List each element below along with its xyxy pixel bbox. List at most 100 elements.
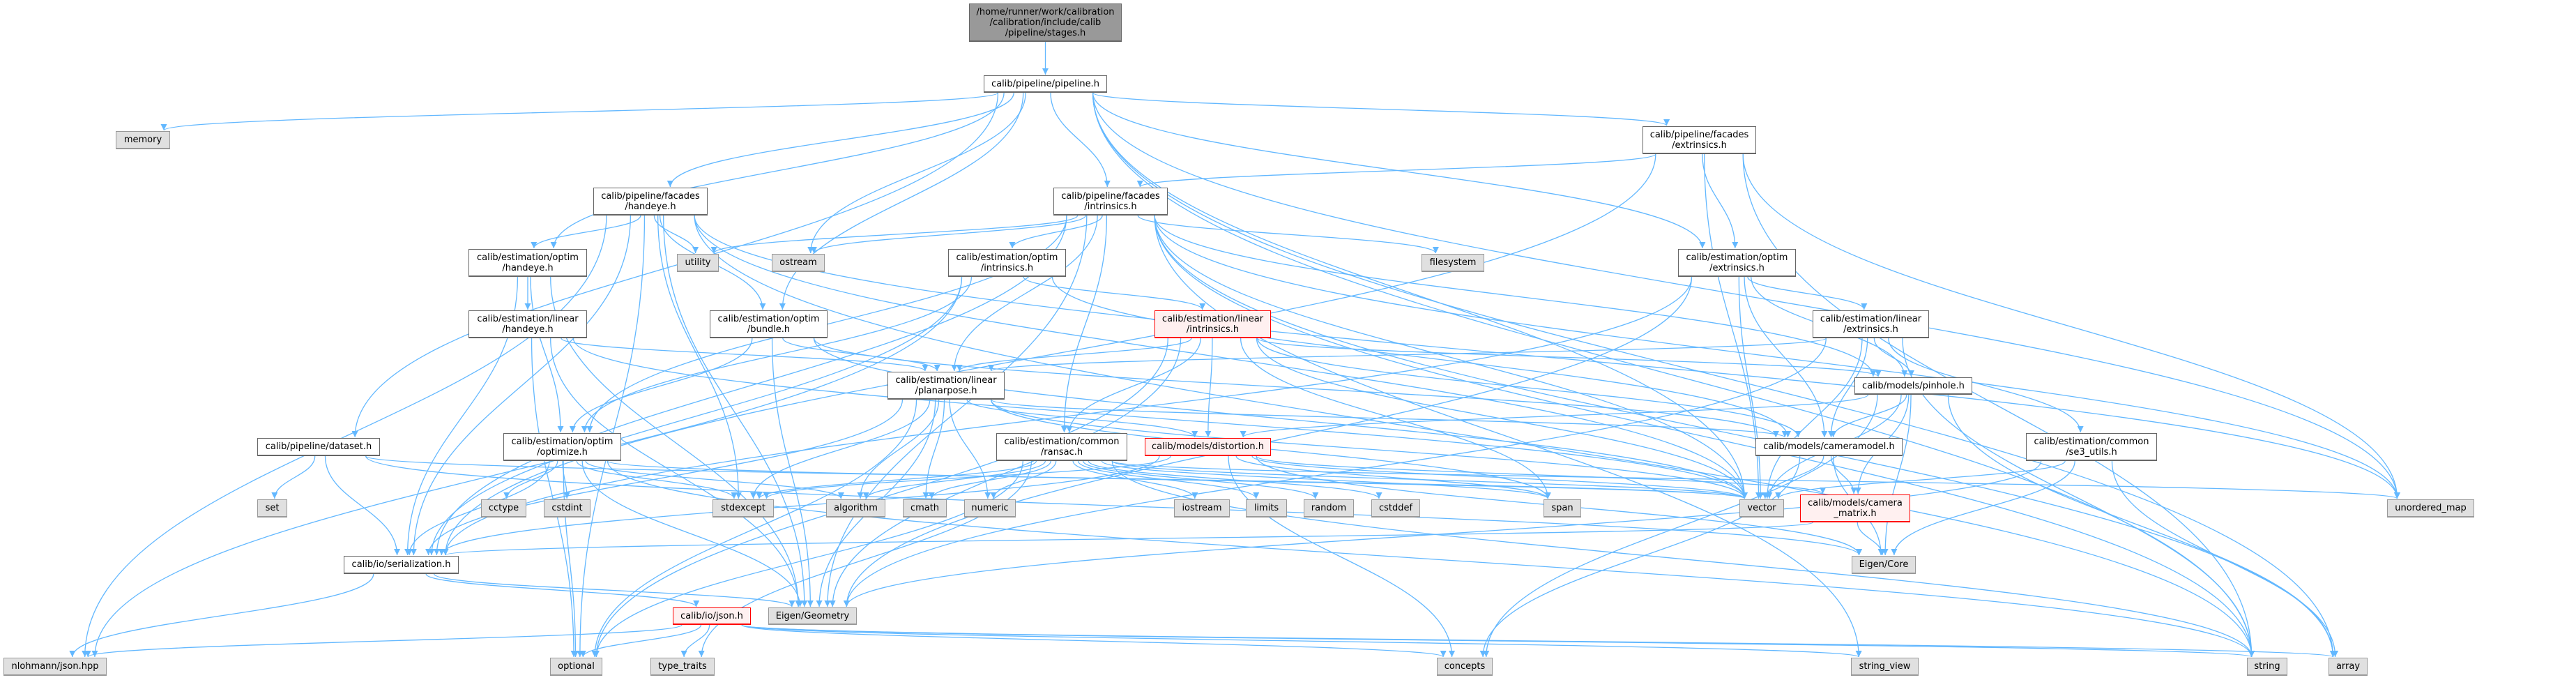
node-label-line: filesystem [1429, 257, 1477, 268]
node-lin-intrinsics[interactable]: calib/estimation/linear/intrinsics.h [1154, 310, 1271, 338]
edge-distortion-to-concepts [1228, 455, 1456, 658]
node-label-line: /home/runner/work/calibration [976, 6, 1115, 17]
node-serialization[interactable]: calib/io/serialization.h [344, 556, 459, 574]
node-label-line: cstddef [1378, 503, 1413, 513]
node-label-line: /handeye.h [502, 324, 554, 335]
edge-lin-extrinsics-to-cameramodel [1828, 338, 1868, 438]
edge-distortion-to-camera-matrix [1256, 455, 1826, 494]
node-label-line: calib/estimation/optim [1686, 252, 1788, 263]
node-opt-intrinsics[interactable]: calib/estimation/optim/intrinsics.h [948, 249, 1066, 277]
edge-lin-intrinsics-to-eigen-geometry [829, 338, 1182, 607]
node-cameramodel[interactable]: calib/models/cameramodel.h [1755, 438, 1903, 456]
node-ransac[interactable]: calib/estimation/common/ransac.h [996, 433, 1127, 461]
node-planarpose[interactable]: calib/estimation/linear/planarpose.h [887, 372, 1005, 400]
node-fac-handeye[interactable]: calib/pipeline/facades/handeye.h [593, 188, 708, 216]
node-label-line: calib/io/json.h [680, 610, 743, 621]
edge-camera-matrix-to-serialization [443, 522, 1813, 556]
edge-json-to-nlohmann [84, 624, 683, 658]
node-bundle[interactable]: calib/estimation/optim/bundle.h [710, 310, 828, 338]
node-fac-extrinsics[interactable]: calib/pipeline/facades/extrinsics.h [1643, 126, 1756, 154]
node-label-line: calib/pipeline/facades [1061, 190, 1160, 202]
edge-se3-utils-to-array [2111, 460, 2339, 658]
edge-se3-utils-to-eigen-core [1891, 460, 2075, 556]
edge-fac-handeye-to-opt-handeye [531, 215, 641, 249]
node-label-line: calib/estimation/optim [717, 313, 820, 324]
node-label-line: concepts [1444, 661, 1486, 672]
node-label-line: /intrinsics.h [980, 262, 1034, 273]
edge-fac-extrinsics-to-unordered-map [1742, 153, 2400, 499]
node-optional: optional [550, 658, 602, 676]
edge-fac-intrinsics-to-vector [1154, 215, 1748, 499]
edge-fac-handeye-to-string [694, 215, 2255, 658]
edge-json-to-concepts [741, 624, 1447, 658]
node-label-line: /ransac.h [1040, 446, 1083, 458]
node-lin-handeye[interactable]: calib/estimation/linear/handeye.h [468, 310, 587, 338]
edge-pipeline-to-vector [1092, 92, 1748, 499]
node-string-view: string_view [1851, 658, 1919, 676]
edge-json-to-optional [579, 624, 702, 658]
edge-lin-extrinsics-to-vector [1764, 338, 1863, 499]
edge-fac-extrinsics-to-opt-extrinsics [1702, 153, 1739, 249]
node-label-line: calib/estimation/optim [956, 252, 1058, 263]
node-dataset[interactable]: calib/pipeline/dataset.h [257, 438, 380, 456]
node-optimize[interactable]: calib/estimation/optim/optimize.h [503, 433, 621, 461]
edge-planarpose-to-cameramodel [990, 399, 1788, 438]
edge-lin-intrinsics-to-ransac [1066, 338, 1201, 433]
node-label-line: memory [123, 135, 162, 145]
edge-json-to-string [741, 624, 2255, 658]
node-distortion[interactable]: calib/models/distortion.h [1145, 438, 1271, 456]
edge-lin-handeye-to-vector [572, 338, 1748, 499]
node-pipeline[interactable]: calib/pipeline/pipeline.h [984, 75, 1107, 93]
node-random: random [1304, 499, 1354, 517]
edge-fac-intrinsics-to-filesystem [1137, 215, 1439, 254]
node-label-line: calib/estimation/common [1004, 436, 1120, 447]
node-limits: limits [1246, 499, 1287, 517]
node-concepts: concepts [1437, 658, 1493, 676]
node-label-line: calib/estimation/linear [1820, 313, 1922, 324]
edge-planarpose-to-optional [591, 399, 917, 658]
edge-serialization-to-json [425, 573, 700, 607]
node-cstdint: cstdint [544, 499, 590, 517]
node-opt-handeye[interactable]: calib/estimation/optim/handeye.h [468, 249, 587, 277]
edge-dataset-to-serialization [324, 455, 401, 556]
node-label-line: calib/estimation/linear [477, 313, 579, 324]
node-pinhole[interactable]: calib/models/pinhole.h [1854, 377, 1972, 395]
node-label-line: unordered_map [2395, 503, 2467, 513]
node-se3-utils[interactable]: calib/estimation/common/se3_utils.h [2026, 433, 2157, 461]
edge-json-to-string-view [741, 624, 1861, 658]
node-type-traits: type_traits [650, 658, 715, 676]
edge-planarpose-to-distortion [966, 399, 1198, 438]
node-label-line: calib/models/distortion.h [1152, 441, 1264, 452]
edge-pipeline-to-fac-handeye [666, 92, 1014, 188]
node-opt-extrinsics[interactable]: calib/estimation/optim/extrinsics.h [1678, 249, 1796, 277]
edge-fac-intrinsics-to-planarpose [951, 215, 1098, 372]
node-json[interactable]: calib/io/json.h [673, 607, 751, 625]
node-fac-intrinsics[interactable]: calib/pipeline/facades/intrinsics.h [1053, 188, 1168, 216]
edge-pinhole-to-distortion [1240, 394, 1869, 438]
edge-distortion-to-stdexcept [763, 455, 1171, 499]
edge-fac-intrinsics-to-array [1154, 215, 2336, 658]
edge-optimize-to-serialization [406, 460, 550, 556]
node-camera-matrix[interactable]: calib/models/camera_matrix.h [1800, 494, 1910, 522]
edge-bundle-to-optimize [569, 338, 753, 433]
node-nlohmann: nlohmann/json.hpp [3, 658, 107, 676]
edge-lin-handeye-to-eigen-geometry [550, 338, 802, 607]
node-label-line: /extrinsics.h [1709, 262, 1765, 273]
node-label-line: iostream [1182, 503, 1222, 513]
node-label-line: numeric [971, 503, 1009, 513]
node-label-line: /intrinsics.h [1186, 324, 1240, 335]
edge-fac-handeye-to-utility [653, 215, 699, 254]
edge-bundle-to-cameramodel [813, 338, 1779, 438]
node-label-line: calib/pipeline/dataset.h [265, 441, 372, 452]
edge-opt-handeye-to-optimize [530, 276, 564, 433]
edge-optimize-to-stdexcept [576, 460, 738, 499]
node-lin-extrinsics[interactable]: calib/estimation/linear/extrinsics.h [1813, 310, 1929, 338]
edge-opt-extrinsics-to-lin-extrinsics [1747, 276, 1868, 310]
edge-pinhole-to-array [1947, 394, 2336, 658]
node-label-line: /handeye.h [625, 201, 676, 212]
node-algorithm: algorithm [826, 499, 885, 517]
node-label-line: calib/models/pinhole.h [1862, 380, 1965, 391]
edge-lin-intrinsics-to-cameramodel [1257, 338, 1801, 438]
node-label-line: /planarpose.h [915, 385, 977, 396]
node-label-line: type_traits [658, 661, 707, 672]
